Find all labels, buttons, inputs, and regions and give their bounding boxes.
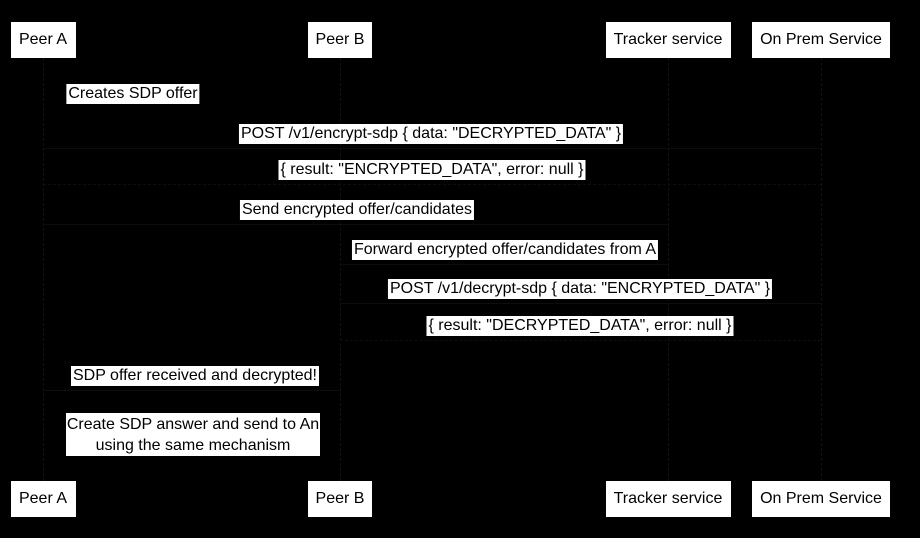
message-label-5: POST /v1/decrypt-sdp { data: "ENCRYPTED_… (387, 279, 773, 299)
message-arrow-6 (340, 340, 821, 341)
participant-box-bottom-tracker: Tracker service (605, 481, 731, 517)
message-arrow-1 (43, 148, 821, 149)
participant-box-top-tracker: Tracker service (605, 22, 731, 58)
message-arrow-4 (340, 264, 668, 265)
lifeline-tracker (668, 58, 669, 481)
message-arrow-2 (43, 184, 821, 185)
participant-box-bottom-on-prem: On Prem Service (752, 481, 890, 517)
message-label-2: { result: "ENCRYPTED_DATA", error: null … (278, 160, 586, 180)
participant-box-bottom-peer-a: Peer A (10, 481, 76, 517)
message-label-3: Send encrypted offer/candidates (239, 200, 475, 220)
message-label-1: POST /v1/encrypt-sdp { data: "DECRYPTED_… (238, 124, 624, 144)
message-arrow-5 (340, 303, 821, 304)
message-label-4: Forward encrypted offer/candidates from … (351, 240, 659, 260)
lifeline-peer-b (340, 58, 341, 481)
message-arrow-7 (43, 390, 340, 391)
note-box: Create SDP answer and send to An using t… (66, 413, 320, 456)
participant-box-top-peer-b: Peer B (308, 22, 372, 58)
message-label-0: Creates SDP offer (66, 84, 200, 104)
lifeline-on-prem (821, 58, 822, 481)
participant-box-bottom-peer-b: Peer B (308, 481, 372, 517)
note-line-1: Create SDP answer and send to An (66, 416, 320, 433)
participant-box-top-on-prem: On Prem Service (752, 22, 890, 58)
message-label-7: SDP offer received and decrypted! (71, 366, 319, 386)
note-line-2: using the same mechanism (95, 437, 291, 454)
participant-box-top-peer-a: Peer A (10, 22, 76, 58)
message-label-6: { result: "DECRYPTED_DATA", error: null … (426, 316, 734, 336)
message-arrow-3 (43, 224, 668, 225)
lifeline-peer-a (43, 58, 44, 481)
